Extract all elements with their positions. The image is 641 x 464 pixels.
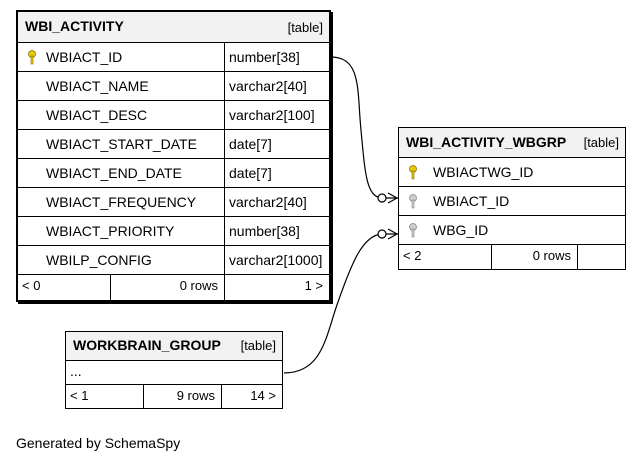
- table-wbi-activity[interactable]: WBI_ACTIVITY [table] WBIACT_ID number[38…: [16, 10, 331, 302]
- row-count: 0 rows: [110, 275, 224, 300]
- column-name: WBIACTWG_ID: [433, 164, 534, 180]
- column-type: varchar2[40]: [224, 188, 329, 216]
- relation-wbg-id-line: [283, 233, 398, 374]
- row-count: 9 rows: [143, 385, 221, 408]
- column-row[interactable]: WBG_ID: [399, 216, 625, 245]
- column-row[interactable]: WBIACT_DESC varchar2[100]: [18, 101, 329, 130]
- column-name: WBIACT_END_DATE: [46, 165, 182, 181]
- table-name: WBI_ACTIVITY: [25, 18, 124, 34]
- parents-count[interactable]: < 2: [403, 248, 422, 263]
- table-header: WBI_ACTIVITY [table]: [18, 12, 329, 43]
- column-row[interactable]: WBIACT_ID: [399, 187, 625, 216]
- table-header: WORKBRAIN_GROUP [table]: [66, 332, 282, 361]
- relation-wbiact-id-line: [330, 56, 398, 199]
- column-type: varchar2[40]: [224, 72, 329, 100]
- column-row[interactable]: WBIACTWG_ID: [399, 158, 625, 187]
- relation-wbiact-id-zero-marker: [377, 193, 387, 203]
- column-name: WBILP_CONFIG: [46, 252, 152, 268]
- column-name: WBIACT_NAME: [46, 78, 149, 94]
- children-count[interactable]: [577, 245, 625, 269]
- table-footer: < 2 0 rows: [399, 245, 625, 269]
- column-type: date[7]: [224, 159, 329, 187]
- column-type: varchar2[1000]: [224, 246, 329, 274]
- column-type: number[38]: [224, 217, 329, 245]
- column-name: WBIACT_DESC: [46, 107, 148, 123]
- parents-count[interactable]: < 0: [22, 278, 41, 293]
- foreign-key-icon: [409, 194, 417, 209]
- children-count[interactable]: 14 >: [221, 385, 282, 408]
- column-name: WBIACT_ID: [433, 193, 510, 209]
- table-kind: [table]: [583, 135, 619, 150]
- relation-wbg-id-zero-marker: [377, 229, 387, 239]
- columns-placeholder: ...: [70, 363, 82, 379]
- column-row[interactable]: WBIACT_FREQUENCY varchar2[40]: [18, 188, 329, 217]
- table-header: WBI_ACTIVITY_WBGRP [table]: [399, 128, 625, 158]
- column-name: WBIACT_FREQUENCY: [46, 194, 197, 210]
- column-type: number[38]: [224, 43, 329, 71]
- table-name: WORKBRAIN_GROUP: [73, 337, 221, 353]
- column-row[interactable]: WBILP_CONFIG varchar2[1000]: [18, 246, 329, 275]
- column-type: date[7]: [224, 130, 329, 158]
- column-row[interactable]: WBIACT_END_DATE date[7]: [18, 159, 329, 188]
- column-name: WBIACT_PRIORITY: [46, 223, 175, 239]
- table-kind: [table]: [240, 338, 276, 353]
- row-count: 0 rows: [491, 245, 577, 269]
- column-row[interactable]: WBIACT_ID number[38]: [18, 43, 329, 72]
- generated-by-label: Generated by SchemaSpy: [16, 435, 181, 451]
- children-count[interactable]: 1 >: [224, 275, 329, 300]
- relation-wbiact-id-crowfoot: [387, 192, 399, 204]
- primary-key-icon: [28, 50, 36, 65]
- column-row[interactable]: WBIACT_PRIORITY number[38]: [18, 217, 329, 246]
- table-footer: < 0 0 rows 1 >: [18, 275, 329, 300]
- table-name: WBI_ACTIVITY_WBGRP: [406, 134, 567, 150]
- parents-count[interactable]: < 1: [70, 388, 89, 403]
- column-type: varchar2[100]: [224, 101, 329, 129]
- column-name: WBIACT_START_DATE: [46, 136, 197, 152]
- primary-key-icon: [409, 165, 417, 180]
- columns-placeholder-row[interactable]: ...: [66, 361, 282, 385]
- table-workbrain-group[interactable]: WORKBRAIN_GROUP [table] ... < 1 9 rows 1…: [65, 331, 283, 409]
- foreign-key-icon: [409, 223, 417, 238]
- relation-wbg-id-crowfoot: [387, 228, 399, 240]
- column-row[interactable]: WBIACT_START_DATE date[7]: [18, 130, 329, 159]
- column-row[interactable]: WBIACT_NAME varchar2[40]: [18, 72, 329, 101]
- column-name: WBIACT_ID: [46, 49, 123, 65]
- table-footer: < 1 9 rows 14 >: [66, 385, 282, 408]
- table-kind: [table]: [287, 20, 323, 35]
- column-name: WBG_ID: [433, 222, 489, 238]
- table-wbi-activity-wbgrp[interactable]: WBI_ACTIVITY_WBGRP [table] WBIACTWG_ID W…: [398, 127, 626, 270]
